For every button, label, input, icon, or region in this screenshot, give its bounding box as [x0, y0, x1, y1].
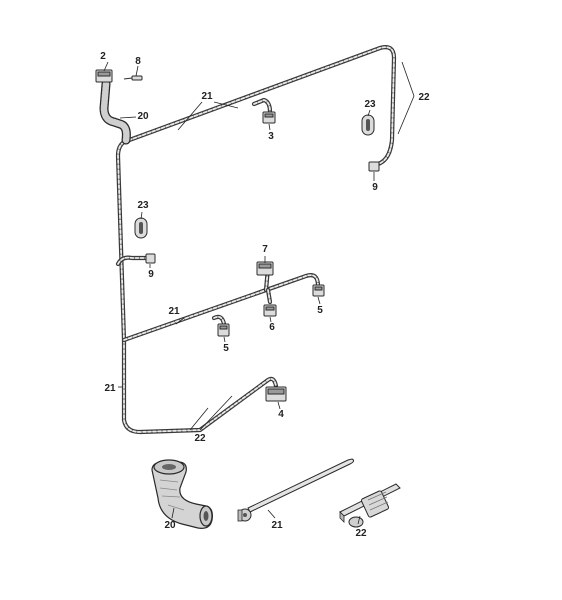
grommet-23-top: [361, 114, 375, 136]
callout-21-part: 21: [271, 520, 283, 531]
callout-9-right: 9: [372, 182, 378, 193]
callout-21-mid: 21: [168, 306, 180, 317]
callout-23-top: 23: [364, 99, 376, 110]
callout-4: 4: [278, 409, 284, 420]
part-21-cable-tie: [237, 458, 355, 522]
callout-labels: 2 8 20 21 3 23 22 9 23 9 7 21 5 6 5 21 4…: [100, 51, 430, 539]
connector-5-right: [312, 284, 325, 297]
callout-8: 8: [135, 56, 141, 67]
part-20-elbow: [151, 459, 213, 529]
callout-9-left: 9: [148, 269, 154, 280]
callout-22-bottom: 22: [194, 433, 206, 444]
connector-9-right: [368, 161, 380, 172]
callout-23-mid: 23: [137, 200, 149, 211]
connector-2: [95, 69, 113, 83]
corrugated-tube-fitted: [99, 79, 131, 145]
callout-21-left: 21: [104, 383, 116, 394]
callout-20-part: 20: [164, 520, 176, 531]
callout-2: 2: [100, 51, 106, 62]
connector-3: [262, 111, 276, 124]
connector-4: [265, 386, 287, 402]
callout-20-top: 20: [137, 111, 149, 122]
main-harness: [115, 45, 397, 435]
callout-22-top: 22: [418, 92, 430, 103]
callout-5-right: 5: [317, 305, 323, 316]
connector-9-left: [145, 253, 156, 264]
connector-5-left: [217, 323, 230, 337]
callout-6: 6: [269, 322, 275, 333]
callout-3: 3: [268, 131, 274, 142]
callout-21-top: 21: [201, 91, 213, 102]
grommet-23-mid: [134, 217, 148, 239]
callout-5-left: 5: [223, 343, 229, 354]
connector-6: [263, 304, 277, 317]
connector-7: [256, 261, 274, 276]
leader-lines: [103, 61, 415, 525]
connector-8: [123, 75, 143, 81]
callout-22-part: 22: [355, 528, 367, 539]
part-22-clip: [339, 483, 401, 528]
callout-7: 7: [262, 244, 268, 255]
